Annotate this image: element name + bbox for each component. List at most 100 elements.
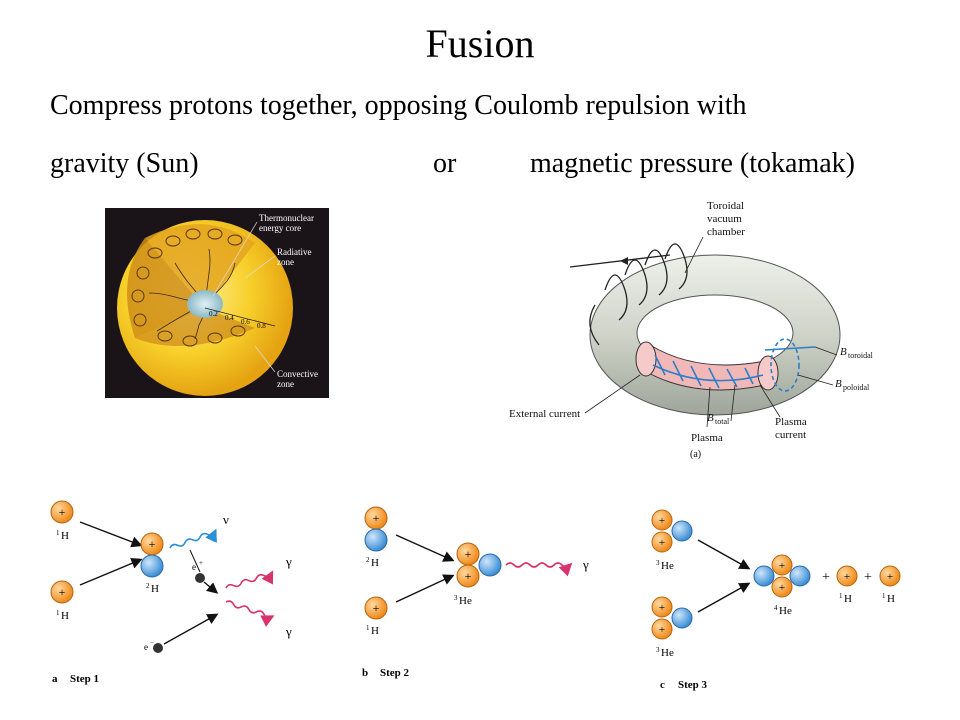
element-symbol: H	[61, 610, 69, 622]
poloidal-field-loop	[770, 338, 800, 392]
plus-sign: +	[59, 585, 66, 599]
proton	[456, 564, 480, 588]
mass-number: 2	[146, 582, 150, 590]
mass-number: 3	[656, 559, 660, 567]
element-symbol: H	[844, 593, 852, 605]
cut-end-left	[635, 341, 657, 377]
cut-end-right	[757, 355, 779, 391]
reaction-arrow	[79, 521, 143, 548]
plus-sign: +	[659, 602, 665, 614]
step-1: + 1 H + 1 H + 2 H ν e + γ γ	[50, 500, 292, 685]
plus-sign: +	[373, 511, 380, 525]
electron-charge: −	[150, 639, 154, 647]
proton	[651, 531, 673, 553]
element-symbol: He	[661, 560, 674, 572]
chamber-label-1: Toroidal	[707, 200, 744, 212]
subtitle-magnetic: magnetic pressure (tokamak)	[530, 148, 855, 179]
positron-charge: +	[199, 559, 203, 567]
neutron	[671, 520, 693, 542]
step-2: + 2 H + 1 H + + 3 He γ b Step 2	[362, 506, 589, 679]
plus-operator: +	[822, 570, 830, 585]
element-symbol: He	[459, 595, 472, 607]
plus-sign: +	[779, 560, 785, 572]
subtitle-gravity: gravity (Sun)	[50, 148, 199, 179]
positron-path	[189, 549, 201, 573]
element-symbol: H	[371, 625, 379, 637]
positron	[195, 573, 205, 583]
chamber-label-2: vacuum	[707, 213, 742, 225]
element-symbol: H	[151, 583, 159, 595]
convective-cells	[131, 228, 246, 347]
mass-number: 1	[56, 609, 60, 617]
mass-number: 1	[882, 592, 886, 600]
neutron	[478, 553, 502, 577]
plus-sign: +	[59, 505, 66, 519]
reaction-arrow	[697, 582, 751, 613]
b-poloidal-subscript: poloidal	[843, 383, 870, 392]
current-arrow	[620, 257, 628, 265]
subtitle-or: or	[433, 148, 457, 179]
gamma-symbol: γ	[285, 554, 292, 569]
step-label: Step 1	[70, 673, 99, 685]
fusion-steps-figure: + 1 H + 1 H + 2 H ν e + γ γ	[50, 500, 901, 691]
mass-number: 1	[839, 592, 843, 600]
step-letter: b	[362, 667, 368, 679]
plus-operator: +	[864, 570, 872, 585]
gamma-wave	[225, 600, 275, 627]
b-toroidal-subscript: toroidal	[848, 351, 874, 360]
plus-sign: +	[887, 571, 893, 583]
neutron	[789, 565, 811, 587]
neutrino-symbol: ν	[223, 512, 229, 527]
plus-sign: +	[465, 547, 472, 561]
panel-label: (a)	[690, 449, 701, 460]
b-toroidal-symbol: B	[840, 346, 847, 358]
coil-windings	[589, 243, 688, 346]
total-field-lines	[652, 354, 764, 389]
core-label-1: Thermonuclear	[259, 213, 314, 223]
mass-number: 3	[454, 594, 458, 602]
neutron	[753, 565, 775, 587]
plus-sign: +	[844, 571, 850, 583]
gamma-symbol: γ	[582, 557, 589, 572]
plus-sign: +	[659, 624, 665, 636]
proton	[364, 596, 388, 620]
plasma-current-label-1: Plasma	[775, 416, 807, 428]
sun-wedge-left	[127, 238, 205, 338]
slide-title: Fusion	[425, 21, 535, 66]
step-label: Step 2	[380, 667, 410, 679]
proton	[836, 565, 858, 587]
reaction-arrow	[79, 558, 143, 586]
step-letter: a	[52, 673, 58, 685]
proton	[879, 565, 901, 587]
step-label: Step 3	[678, 679, 708, 691]
sun-core	[187, 290, 223, 318]
step-letter: c	[660, 679, 665, 691]
gamma-symbol: γ	[285, 624, 292, 639]
element-symbol: H	[371, 557, 379, 569]
external-current-label: External current	[509, 408, 580, 420]
neutron	[364, 528, 388, 552]
proton	[651, 596, 673, 618]
plasma-label: Plasma	[691, 432, 723, 444]
plus-sign: +	[373, 601, 380, 615]
toroidal-field-arrow	[764, 346, 816, 351]
positron-letter: e	[192, 562, 196, 572]
element-symbol: H	[887, 593, 895, 605]
element-symbol: He	[661, 647, 674, 659]
neutrino-wave	[169, 528, 217, 549]
electron-letter: e	[144, 642, 148, 652]
proton	[771, 554, 793, 576]
proton	[50, 580, 74, 604]
tick-label: 0.2	[209, 310, 218, 318]
tokamak-figure: Toroidal vacuum chamber External current…	[509, 200, 874, 460]
proton	[651, 509, 673, 531]
reaction-arrow	[697, 539, 751, 570]
reaction-arrow	[163, 613, 219, 645]
sun-wedge-top	[145, 224, 255, 308]
tokamak-leader-lines	[584, 236, 838, 428]
step-3: + + 3 He + + 3 He + + 4 He + +	[651, 509, 901, 691]
reaction-arrow	[395, 534, 455, 562]
sun-cutaway-figure: 0.2 0.4 0.6 0.8 Thermonuclear energy cor…	[105, 208, 329, 398]
core-label-2: energy core	[259, 223, 301, 233]
plus-sign: +	[779, 582, 785, 594]
